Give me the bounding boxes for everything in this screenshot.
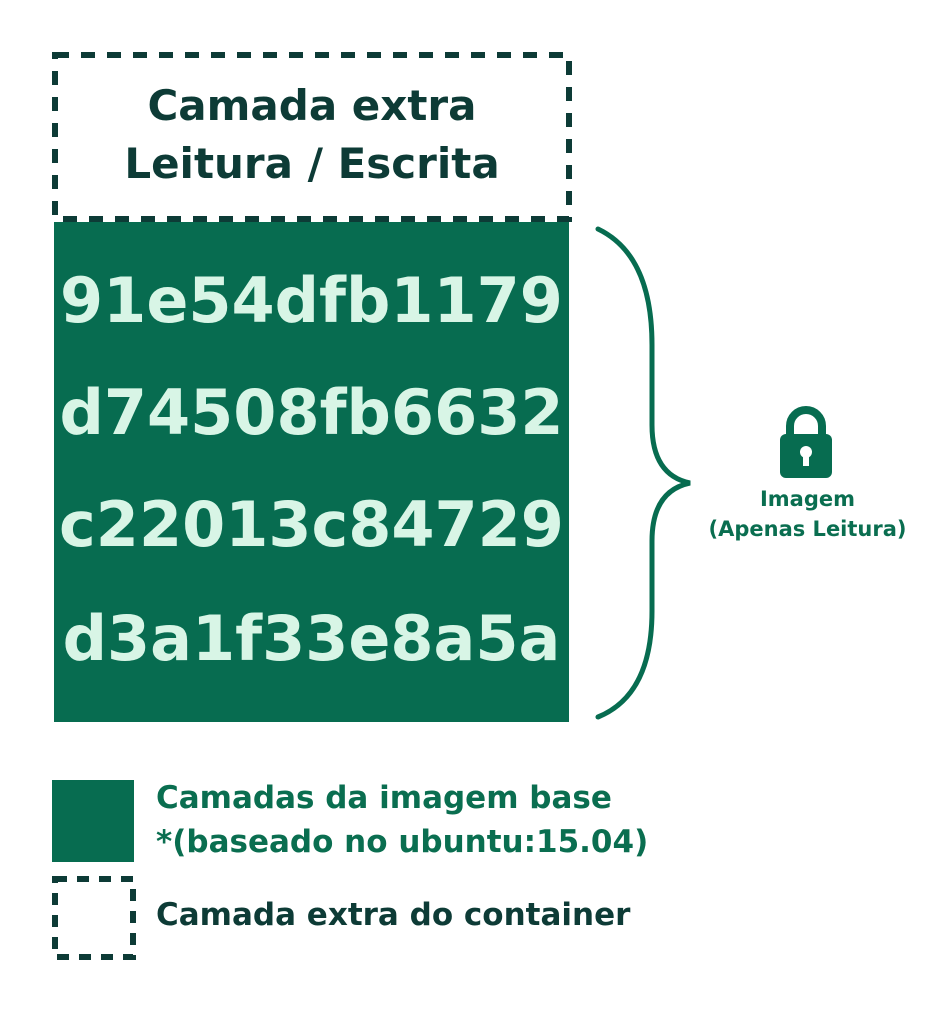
legend-base-layers-label: Camadas da imagem base [156,780,612,816]
legend-container-layer-label: Camada extra do container [156,897,631,933]
lock-icon [780,406,832,478]
legend-base-layers-swatch [52,780,134,862]
container-layer-box: Camada extra Leitura / Escrita [52,52,572,222]
container-layer-subtitle: Leitura / Escrita [124,139,500,188]
dashed-border [52,52,572,222]
container-layer-title: Camada extra [147,81,477,130]
layer-id-1: 91e54dfb1179 [60,264,563,337]
curly-brace [595,226,691,720]
layer-id-2: d74508fb6632 [59,376,564,449]
image-label-title: Imagem [759,487,856,511]
image-label-subtitle: (Apenas Leitura) [708,517,907,541]
layer-id-3: c22013c84729 [59,488,564,561]
layer-id-4: d3a1f33e8a5a [62,602,561,675]
image-layers-block: 91e54dfb1179 d74508fb6632 c22013c84729 d… [54,222,569,722]
legend-base-layers-note: *(baseado no ubuntu:15.04) [156,824,649,860]
legend-container-layer-swatch [52,876,136,960]
